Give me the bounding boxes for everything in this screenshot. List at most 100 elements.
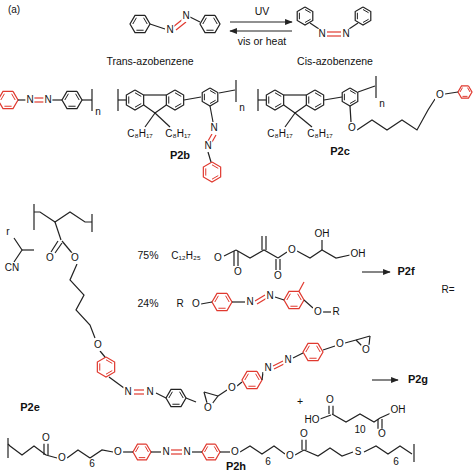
bond-line <box>155 113 170 127</box>
bond-line <box>52 99 62 100</box>
double-bond <box>214 18 218 24</box>
double-bond <box>309 358 316 359</box>
bond-line <box>364 446 412 454</box>
atom-label: O <box>191 299 201 310</box>
benzene-ring <box>166 389 186 406</box>
atom-label: 6 <box>392 457 400 468</box>
bond-line <box>33 204 34 230</box>
double-bond <box>218 308 225 309</box>
bond-line <box>82 99 92 100</box>
atom-label: O <box>45 253 55 264</box>
double-bond <box>76 94 80 100</box>
atom-label: O <box>361 345 371 356</box>
bond-line <box>204 392 218 396</box>
benzene-ring <box>242 371 262 388</box>
double-bond <box>139 457 145 458</box>
atom-label: Cis-azobenzene <box>296 56 374 67</box>
double-bond <box>12 94 16 100</box>
bond-line <box>55 243 62 253</box>
atom-label: O <box>93 340 103 351</box>
double-bond <box>306 346 310 352</box>
double-bond <box>275 93 281 97</box>
atom-label: O <box>70 253 80 264</box>
atom-label: N <box>245 297 254 308</box>
bond-line <box>236 250 278 258</box>
atom-label: N <box>145 387 154 398</box>
polymer-label: P2h <box>225 461 247 473</box>
atom-label: N <box>123 387 132 398</box>
atom-label: OH <box>350 249 367 260</box>
bond-line <box>8 444 46 455</box>
bond-line <box>258 99 266 100</box>
atom-label: C₈H₁₇ <box>164 129 191 140</box>
atom-label: C₈H₁₇ <box>306 129 333 140</box>
bond-line <box>327 35 341 36</box>
atom-label: CN <box>4 263 20 274</box>
benzene-ring <box>133 444 151 460</box>
double-bond <box>287 294 291 300</box>
atom-label: O <box>325 395 335 406</box>
bond-line <box>144 105 167 113</box>
benzene-ring <box>202 88 218 106</box>
reaction-arrow <box>230 30 292 31</box>
bond-line <box>176 22 186 30</box>
double-bond <box>180 392 184 398</box>
bond-line <box>261 236 262 250</box>
atom-label: vis or heat <box>237 36 287 47</box>
double-bond <box>248 386 255 387</box>
bond-line <box>171 449 182 450</box>
bond-line <box>327 31 341 32</box>
bond-line <box>219 90 235 93</box>
bond-line <box>218 390 227 396</box>
bond-line <box>220 451 230 452</box>
bond-line <box>328 405 329 414</box>
bond-line <box>301 439 302 450</box>
double-bond <box>1 94 5 100</box>
double-bond <box>268 96 269 103</box>
benzene-ring <box>62 91 82 108</box>
polymer-label: P2g <box>407 374 429 386</box>
benzene-ring <box>458 86 472 98</box>
atom-label: O <box>273 271 283 282</box>
atom-label: 6 <box>88 459 96 470</box>
double-bond <box>68 106 75 107</box>
bond-line <box>284 105 307 113</box>
bond-line <box>43 443 44 455</box>
atom-label: + <box>296 396 304 407</box>
atom-label: 75% <box>136 250 159 261</box>
benzene-ring <box>355 7 371 25</box>
bond-line <box>278 252 287 258</box>
bond-line <box>275 297 284 300</box>
double-bond <box>460 88 463 92</box>
bond-line <box>237 251 238 266</box>
bond-line <box>134 393 144 394</box>
bond-line <box>293 353 303 358</box>
bond-line <box>295 113 312 127</box>
double-bond <box>210 100 216 103</box>
bond-line <box>235 80 236 102</box>
bond-line <box>375 76 376 98</box>
bond-line <box>144 94 167 95</box>
bond-line <box>345 340 356 343</box>
double-bond <box>357 13 358 19</box>
double-bond <box>65 94 69 100</box>
benzene-ring <box>203 162 220 182</box>
bond-line <box>356 336 370 340</box>
double-bond <box>133 18 137 24</box>
bond-line <box>358 86 375 92</box>
bond-line <box>357 99 435 130</box>
double-bond <box>256 374 260 380</box>
bond-line <box>212 396 218 404</box>
bond-line <box>186 398 196 402</box>
bond-line <box>91 214 92 232</box>
double-bond <box>106 360 112 364</box>
atom-label: O <box>230 447 240 458</box>
atom-label: N <box>203 141 212 152</box>
bond-line <box>145 113 155 127</box>
double-bond <box>204 94 205 100</box>
double-bond <box>226 296 230 302</box>
double-bond <box>208 457 214 458</box>
double-bond <box>206 30 213 31</box>
bond-line <box>184 97 201 100</box>
bond-line <box>320 415 331 419</box>
